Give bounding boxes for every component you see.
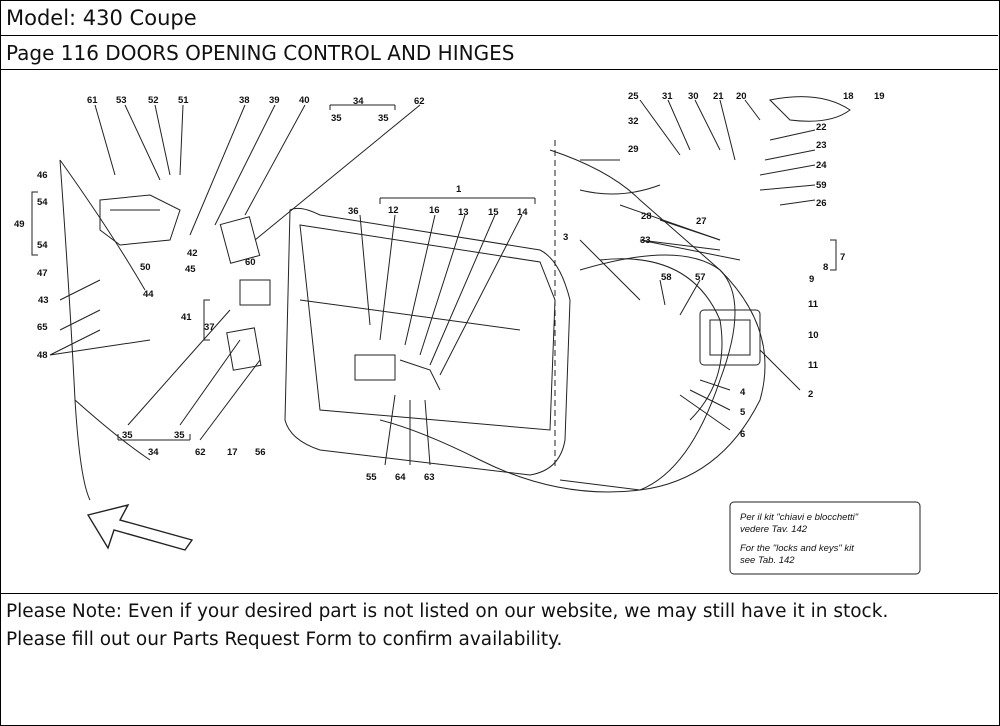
callout: 18: [843, 91, 854, 102]
callout: 40: [299, 95, 310, 106]
door-lock: [699, 309, 761, 366]
callout: 11: [808, 299, 819, 310]
callout: 9: [809, 274, 814, 285]
callout: 50: [140, 262, 151, 273]
callout: 33: [640, 235, 651, 246]
callout: 24: [816, 160, 827, 171]
callout-numbers: 1 2 3 4 5 6 7 8 9 10 11 11 12 13 14 15 1…: [14, 91, 885, 483]
callout: 10: [808, 330, 819, 341]
callout: 23: [816, 140, 827, 151]
inner-release: [354, 354, 396, 381]
callout: 15: [488, 207, 499, 218]
door-panel: [284, 207, 571, 476]
model-title: Model: 430 Coupe: [0, 0, 998, 36]
callout: 58: [661, 272, 672, 283]
kit-note: Per il kit "chiavi e blocchetti" vedere …: [740, 512, 859, 566]
callout: 31: [662, 91, 673, 102]
hinge-plate-upper: [219, 216, 261, 264]
footer-note-line2: Please fill out our Parts Request Form t…: [6, 629, 563, 650]
callout: 61: [87, 95, 98, 106]
callout: 27: [696, 216, 707, 227]
callout: 11: [808, 360, 819, 371]
callout: 60: [245, 257, 256, 268]
callout: 62: [414, 96, 425, 107]
callout: 54: [37, 197, 48, 208]
cable-3: [379, 254, 736, 493]
callout: 59: [816, 180, 827, 191]
callout: 55: [366, 472, 377, 483]
callout: 63: [424, 472, 435, 483]
callout: 35: [331, 113, 342, 124]
callout: 6: [740, 429, 745, 440]
parts-diagram: 1 2 3 4 5 6 7 8 9 10 11 11 12 13 14 15 1…: [0, 71, 998, 594]
callout: 34: [148, 447, 159, 458]
door-check: [99, 194, 181, 246]
callout: 29: [628, 144, 639, 155]
callout: 53: [116, 95, 127, 106]
callout: 1: [456, 184, 462, 195]
callout: 8: [823, 262, 828, 273]
kit-note-it-1: Per il kit "chiavi e blocchetti": [740, 512, 859, 523]
footer-note-line1: Please Note: Even if your desired part i…: [6, 601, 889, 622]
kit-note-box: [729, 501, 921, 575]
callout: 35: [174, 430, 185, 441]
callout: 46: [37, 170, 48, 181]
callout: 13: [458, 207, 469, 218]
door-outer: [549, 149, 766, 491]
callout: 21: [713, 91, 724, 102]
callout: 25: [628, 91, 639, 102]
callout: 14: [517, 207, 528, 218]
outer-handle: [768, 96, 851, 122]
callout: 3: [563, 232, 568, 243]
callout: 52: [148, 95, 159, 106]
callout: 7: [840, 252, 845, 263]
kit-note-it-2: vedere Tav. 142: [740, 524, 808, 535]
callout: 47: [37, 268, 48, 279]
callout: 28: [641, 211, 652, 222]
callout: 20: [736, 91, 747, 102]
callout: 42: [187, 248, 198, 259]
callout: 36: [348, 206, 359, 217]
callout: 16: [429, 205, 440, 216]
callout: 65: [37, 322, 48, 333]
callout: 45: [185, 264, 196, 275]
callout: 62: [195, 447, 206, 458]
callout: 49: [14, 219, 25, 230]
callout: 35: [378, 113, 389, 124]
callout: 48: [37, 350, 48, 361]
footer-note: Please Note: Even if your desired part i…: [0, 594, 1000, 654]
callout: 38: [239, 95, 250, 106]
kit-note-en-2: see Tab. 142: [740, 555, 795, 566]
callout: 26: [816, 198, 827, 209]
kit-note-en-1: For the "locks and keys" kit: [740, 543, 854, 554]
callout: 44: [143, 289, 154, 300]
callout: 54: [37, 240, 48, 251]
callout: 34: [353, 96, 364, 107]
callout: 56: [255, 447, 266, 458]
callout: 57: [695, 272, 706, 283]
callout: 30: [688, 91, 699, 102]
callout: 22: [816, 122, 827, 133]
callout: 19: [874, 91, 885, 102]
callout: 43: [38, 295, 49, 306]
callout: 37: [204, 322, 215, 333]
callout: 4: [740, 387, 746, 398]
callout: 35: [122, 430, 133, 441]
hinge-plate-lower: [226, 327, 262, 371]
body-outline: [59, 159, 91, 501]
callout: 51: [178, 95, 189, 106]
callout: 41: [181, 312, 192, 323]
direction-arrow: [86, 503, 194, 551]
callout: 39: [269, 95, 280, 106]
callout: 5: [740, 407, 746, 418]
callout: 17: [227, 447, 238, 458]
callout: 32: [628, 116, 639, 127]
callout: 64: [395, 472, 406, 483]
callout: 2: [808, 389, 813, 400]
callout: 12: [388, 205, 399, 216]
page-title: Page 116 DOORS OPENING CONTROL AND HINGE…: [0, 37, 998, 70]
